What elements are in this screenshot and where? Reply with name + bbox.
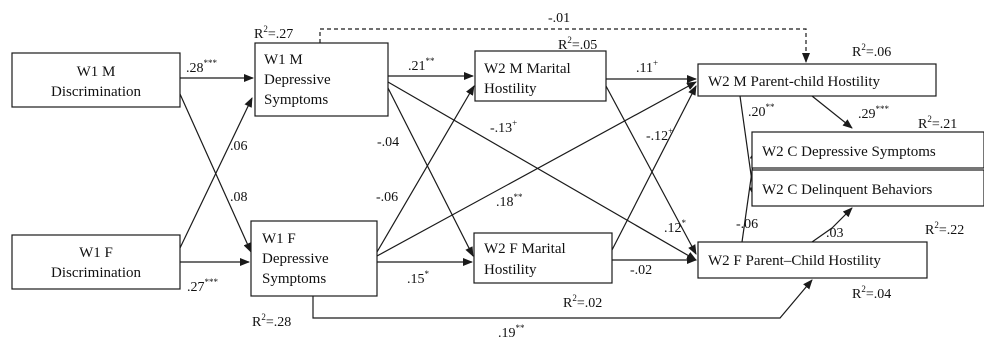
r2-w1f-dep: R2=.28 [252,312,291,330]
node-w2f-pch: W2 F Parent–Child Hostility [697,241,928,279]
node-label-line: Hostility [484,81,537,97]
node-w1f-disc: W1 F Discrimination [11,234,181,290]
path-w2f-pch-to-w2c-del [811,207,853,243]
coef-w1m-dep-to-w2m-pch-dashed: -.01 [548,11,570,26]
coef-w1m-dep-to-w2m-mar: .21** [408,56,435,74]
coef-w2f-pch-to-w2c-dep: -.06 [736,217,758,232]
path-w2f-mar-to-w2m-pch [611,85,697,251]
node-label-line: Discrimination [51,265,141,281]
node-label-line: W2 C Depressive Symptoms [762,144,936,160]
r2-w2m-pch: R2=.06 [852,42,891,60]
node-w1m-dep: W1 M Depressive Symptoms [254,42,389,117]
path-w1f-disc-to-w1m-dep [179,97,253,249]
coef-w2m-pch-to-w2c-del: .20** [748,102,775,120]
path-w1m-dep-to-w2m-pch-dashed [319,28,810,63]
node-label-line: Symptoms [262,271,326,287]
node-label-line: W2 F Parent–Child Hostility [708,253,881,269]
r2-w2f-pch: R2=.04 [852,284,891,302]
path-w1f-dep-to-w2f-pch-bottom [312,279,813,319]
path-w2m-mar-to-w2f-pch [605,85,697,255]
node-label-line: W2 M Marital [484,61,571,77]
r2-w2c-del: R2=.22 [925,220,964,238]
coef-w1f-dep-to-w2f-mar: .15* [407,269,430,287]
r2-w1m-dep: R2=.27 [254,24,293,42]
node-label-line: Discrimination [51,84,141,100]
path-w2m-pch-to-w2c-dep [811,95,853,129]
r2-w2f-mar: R2=.02 [563,293,602,311]
coef-w2f-mar-to-w2m-pch: -.12+ [646,126,673,144]
node-label-line: W2 F Marital [484,241,566,257]
node-w1m-disc: W1 M Discrimination [11,52,181,108]
path-w1m-dep-to-w2f-mar [387,87,474,257]
coef-w1m-dep-to-w2f-mar: -.04 [377,135,399,150]
coef-w1f-dep-to-w2m-pch: .18** [496,192,523,210]
coef-w2m-mar-to-w2m-pch: .11+ [636,58,658,76]
node-label-line: Depressive [262,251,329,267]
node-w2m-mar: W2 M Marital Hostility [474,50,607,102]
node-label-line: W1 M [264,52,303,68]
node-label-line: W2 C Delinquent Behaviors [762,182,933,198]
node-w2f-mar: W2 F Marital Hostility [473,232,613,284]
node-w2c-del: W2 C Delinquent Behaviors [751,169,984,207]
node-label-line: Symptoms [264,92,328,108]
r2-w2m-mar: R2=.05 [558,35,597,53]
coef-w1f-disc-to-w1m-dep: .06 [230,139,248,154]
coef-w1m-dep-to-w2f-pch: -.13+ [490,118,517,136]
node-w2m-pch: W2 M Parent-child Hostility [697,63,937,97]
coef-w2m-pch-to-w2c-dep: .29*** [858,104,890,122]
node-label-line: W2 M Parent-child Hostility [708,74,881,90]
coef-w1m-disc-to-w1f-dep: .08 [230,190,248,205]
coef-w1m-disc-to-w1m-dep: .28*** [186,58,218,76]
paths-layer [179,28,853,319]
path-w1f-dep-to-w2m-pch [376,81,697,257]
node-label-line: W1 F [262,231,296,247]
coef-w1f-dep-to-w2f-pch-bottom: .19** [498,323,525,341]
node-w1f-dep: W1 F Depressive Symptoms [250,220,378,297]
path-w1f-dep-to-w2m-mar [376,85,475,253]
coef-w2f-mar-to-w2f-pch: -.02 [630,263,652,278]
node-label-line: Hostility [484,262,537,278]
node-w2c-dep: W2 C Depressive Symptoms [751,131,984,169]
path-w1m-dep-to-w2f-pch [387,81,697,261]
coef-w2f-pch-to-w2c-del: .03 [826,226,844,241]
r2-w2c-dep: R2=.21 [918,114,957,132]
coef-w1f-dep-to-w2m-mar: -.06 [376,190,398,205]
coef-w2m-mar-to-w2f-pch: .12* [664,218,687,236]
node-label-line: Depressive [264,72,331,88]
node-label-line: W1 M [77,64,116,80]
node-label-line: W1 F [79,245,113,261]
coef-w1f-disc-to-w1f-dep: .27*** [187,277,219,295]
